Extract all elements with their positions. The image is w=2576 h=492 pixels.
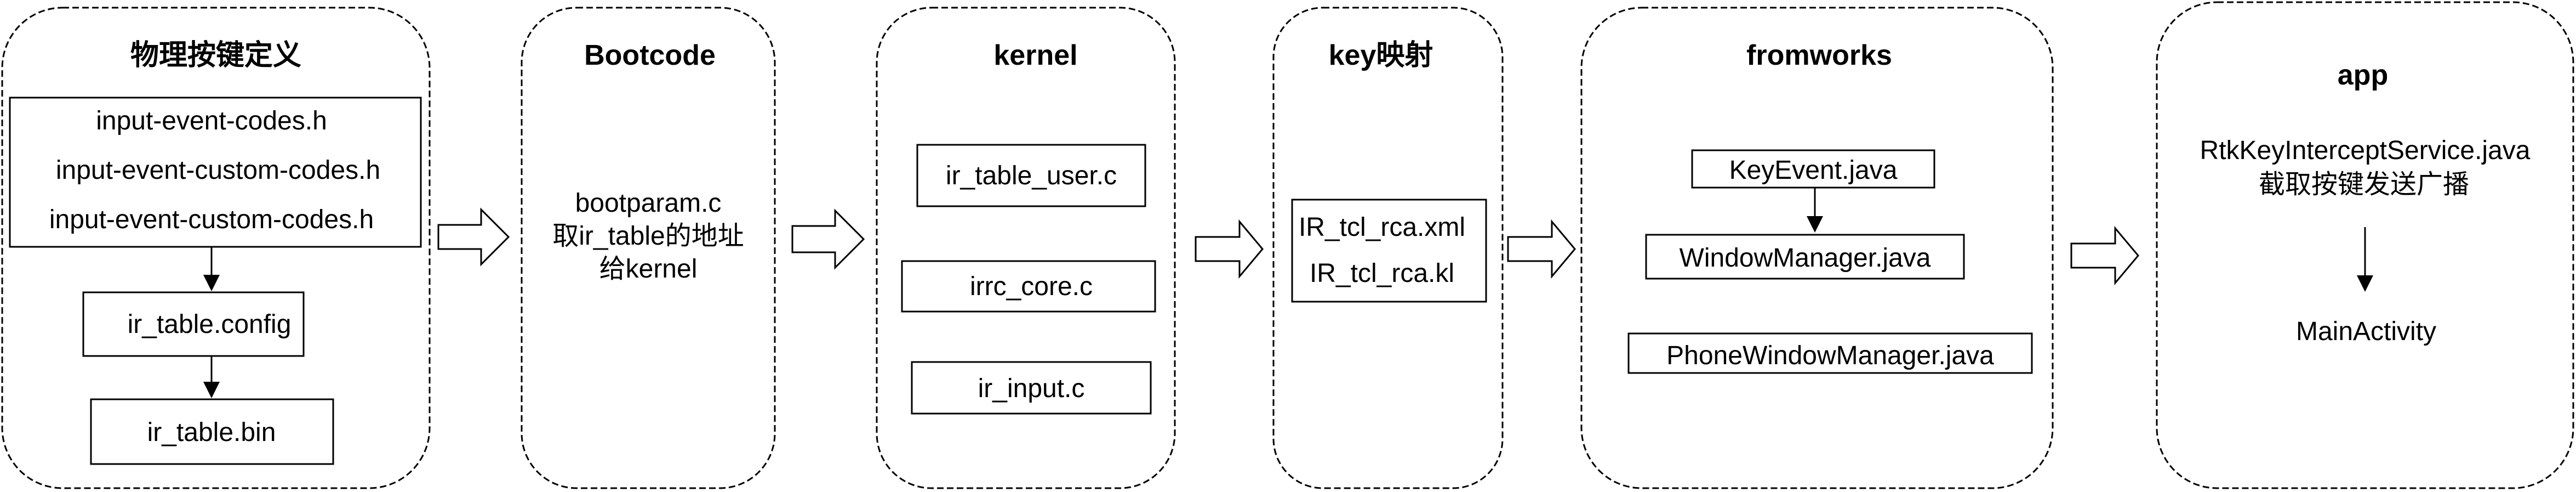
framework-file-box-3: [1627, 332, 2033, 374]
stage-app-title: app: [2338, 59, 2388, 91]
keymap-file-2: IR_tcl_rca.kl: [1310, 259, 1454, 288]
flow-arrow-1: [437, 207, 510, 267]
bootcode-line-3: 给kernel: [599, 255, 698, 284]
kernel-file-1: ir_table_user.c: [946, 161, 1117, 190]
flow-arrow-2: [791, 208, 865, 270]
stage-bootcode-panel: [521, 7, 776, 489]
bin-file-label: ir_table.bin: [147, 418, 276, 447]
stage-app-panel: [2156, 1, 2574, 489]
flow-arrow-4: [1507, 219, 1576, 279]
bin-file-box: [90, 398, 334, 465]
framework-file-2: WindowManager.java: [1680, 244, 1931, 273]
header-file-3: input-event-custom-codes.h: [49, 205, 374, 234]
app-service-label: RtkKeyInterceptService.java: [2200, 136, 2531, 165]
app-activity-label: MainActivity: [2296, 317, 2436, 346]
flow-arrow-5: [2070, 225, 2139, 286]
framework-file-box-1: [1691, 149, 1935, 189]
header-file-2: input-event-custom-codes.h: [56, 156, 380, 185]
bootcode-line-2: 取ir_table的地址: [552, 222, 744, 251]
stage-kernel-panel: [876, 7, 1176, 489]
framework-file-1: KeyEvent.java: [1729, 156, 1898, 185]
framework-file-3: PhoneWindowManager.java: [1666, 341, 1994, 370]
kernel-file-box-2: [901, 260, 1156, 313]
stage-keymap-title: key映射: [1329, 39, 1433, 71]
kernel-file-box-1: [916, 144, 1146, 207]
kernel-file-3: ir_input.c: [978, 374, 1085, 403]
header-files-box: [9, 97, 422, 248]
stage-frameworks-panel: [1580, 7, 2054, 489]
kernel-file-2: irrc_core.c: [970, 272, 1093, 301]
stage-physical-panel: [1, 7, 431, 489]
stage-bootcode-title: Bootcode: [584, 39, 716, 71]
config-file-box: [82, 291, 305, 357]
stage-kernel-title: kernel: [993, 39, 1077, 71]
kernel-file-box-3: [911, 361, 1152, 415]
flow-arrow-3: [1195, 219, 1264, 279]
config-file-label: ir_table.config: [128, 310, 292, 339]
keymap-file-1: IR_tcl_rca.xml: [1299, 213, 1465, 242]
framework-file-box-2: [1645, 234, 1965, 280]
header-file-1: input-event-codes.h: [96, 106, 327, 135]
keymap-files-box: [1291, 199, 1487, 303]
stage-keymap-panel: [1272, 7, 1504, 489]
app-service-description: 截取按键发送广播: [2259, 170, 2469, 199]
stage-frameworks-title: fromworks: [1746, 39, 1892, 71]
stage-physical-title: 物理按键定义: [130, 39, 301, 71]
bootcode-line-1: bootparam.c: [575, 189, 722, 218]
